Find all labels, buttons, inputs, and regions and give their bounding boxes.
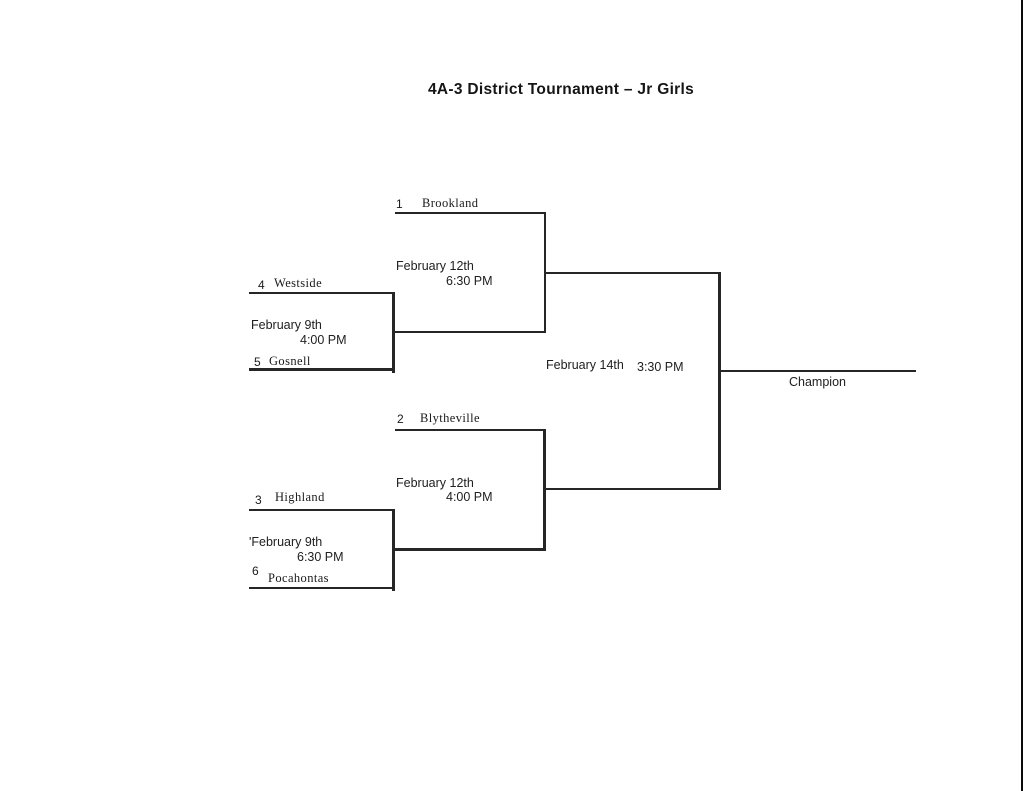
team-name-blytheville: Blytheville [420,411,480,425]
quarterfinal2-time: 6:30 PM [297,550,344,564]
bracket-line-champion [720,370,916,372]
bracket-line-semifinal2-winner [546,488,721,490]
bracket-connector-semifinal1 [544,212,546,333]
quarterfinal1-date: February 9th [251,318,322,332]
bracket-line-brookland [395,212,546,214]
team-name-pocahontas: Pocahontas [268,571,329,585]
seed-number-5: 5 [254,355,261,369]
semifinal2-date: February 12th [396,476,474,490]
bracket-line-gosnell [249,368,394,371]
final-time: 3:30 PM [637,360,684,374]
semifinal2-time: 4:00 PM [446,490,493,504]
semifinal1-time: 6:30 PM [446,274,493,288]
seed-number-2: 2 [397,412,404,426]
final-date: February 14th [546,358,624,372]
champion-label: Champion [789,375,846,389]
bracket-connector-final [718,272,721,490]
quarterfinal1-time: 4:00 PM [300,333,347,347]
bracket-line-blytheville [395,429,546,431]
team-name-brookland: Brookland [422,196,479,210]
scan-edge-artifact [1021,0,1023,791]
team-name-gosnell: Gosnell [269,354,311,368]
page-title: 4A-3 District Tournament – Jr Girls [428,81,695,98]
team-name-highland: Highland [275,490,325,504]
seed-number-1: 1 [396,197,403,211]
seed-number-6: 6 [252,564,259,578]
quarterfinal2-date: 'February 9th [249,535,323,549]
bracket-line-pocahontas [249,587,394,589]
bracket-connector-semifinal2 [543,429,546,551]
bracket-connector-quarterfinal1 [392,292,395,373]
semifinal1-date: February 12th [396,259,474,273]
bracket-line-quarterfinal1-winner [394,331,546,333]
bracket-line-semifinal1-winner [546,272,721,274]
seed-number-4: 4 [258,278,265,292]
bracket-line-quarterfinal2-winner [394,548,546,551]
bracket-connector-quarterfinal2 [392,509,395,591]
bracket-line-westside [249,292,394,294]
team-name-westside: Westside [274,276,323,290]
seed-number-3: 3 [255,493,262,507]
bracket-line-highland [249,509,394,511]
